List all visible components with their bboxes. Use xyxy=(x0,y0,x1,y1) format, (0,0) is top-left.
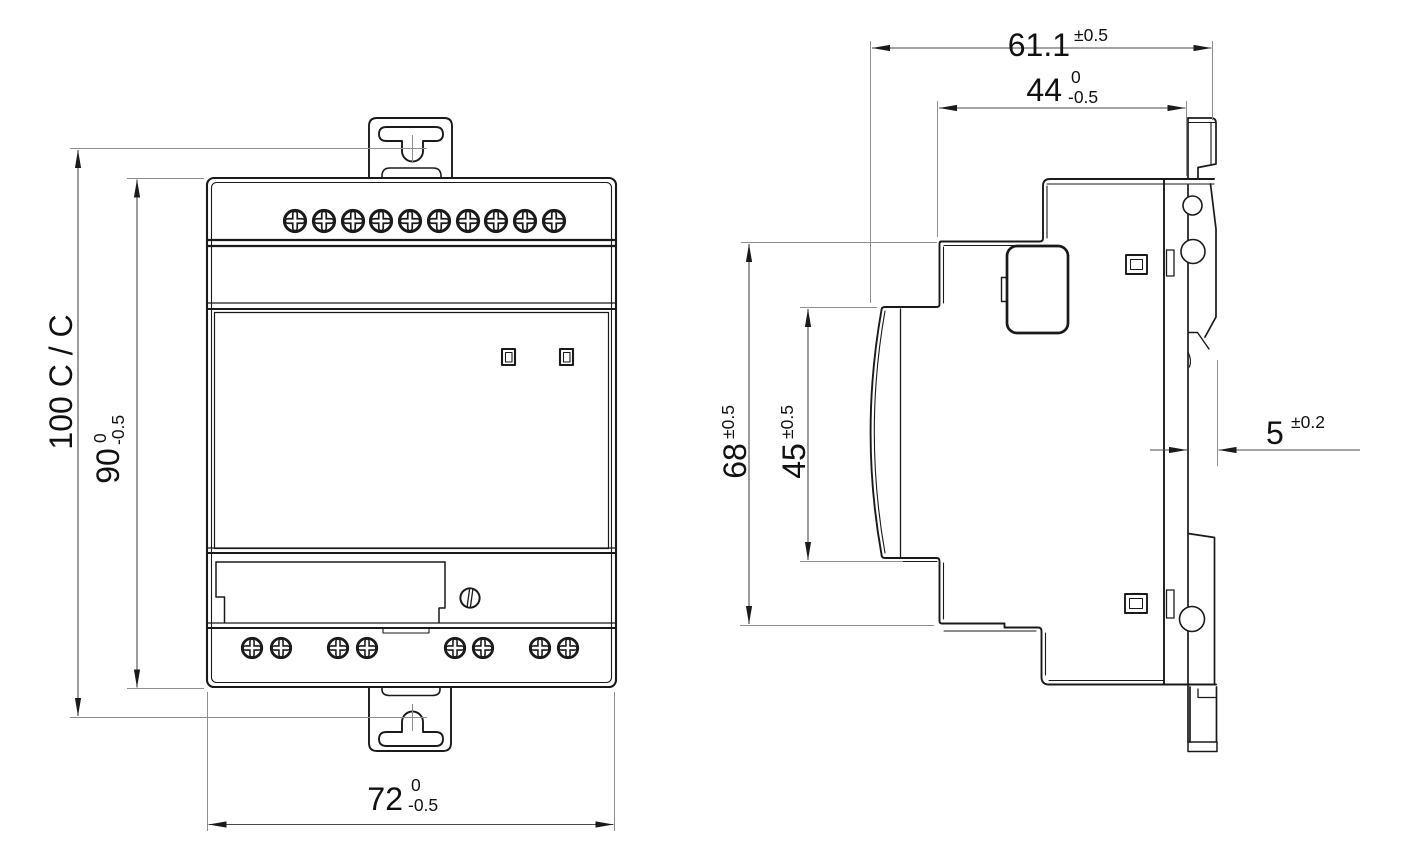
side-body-inner-lines xyxy=(873,185,1164,682)
dim-depth-total-61: 61.1 ±0.5 xyxy=(1008,25,1108,63)
dim-depth-rail-value: 44 xyxy=(1026,72,1062,108)
rail-release-notch xyxy=(382,626,430,634)
dim-width-tol-top: 0 xyxy=(411,775,421,795)
dim-width-72: 72 0 -0.5 xyxy=(367,775,438,817)
dim-height-rear-tol: ±0.5 xyxy=(718,405,738,439)
dim-width-value: 72 xyxy=(367,781,403,817)
dim-height-front-tol: ±0.5 xyxy=(777,405,797,439)
dim-height-rear-68: 68 ±0.5 xyxy=(717,405,753,479)
indicator-windows xyxy=(500,347,575,367)
dim-depth-rail-tol-bottom: -0.5 xyxy=(1068,87,1098,107)
dim-height-value: 90 xyxy=(90,448,126,484)
wiring-door xyxy=(215,561,446,634)
dim-height-front-45: 45 ±0.5 xyxy=(776,405,812,479)
dim-depth-total-tol: ±0.5 xyxy=(1074,25,1108,45)
clip-hole-icon xyxy=(1182,195,1203,216)
led-window-icon xyxy=(500,347,517,367)
dim-height-tol-top: 0 xyxy=(90,433,110,443)
connector-cover-tab xyxy=(1000,276,1008,303)
clip-hole-icon xyxy=(1180,238,1206,265)
dim-rail-clip-value: 5 xyxy=(1266,415,1284,451)
led-window-icon xyxy=(558,347,575,367)
slot-screw-icon xyxy=(459,587,481,609)
dim-rail-clip-tol: ±0.2 xyxy=(1291,412,1325,432)
dim-height-rear-value: 68 xyxy=(717,443,753,479)
dim-height-tol-bottom: -0.5 xyxy=(108,415,128,445)
din-rail-clip xyxy=(1187,117,1218,753)
side-body xyxy=(869,178,1165,686)
dim-depth-rail-tol-top: 0 xyxy=(1071,67,1081,87)
connector-cover xyxy=(1000,244,1070,335)
dim-rail-clip-5: 5 ±0.2 xyxy=(1266,412,1325,451)
side-view xyxy=(869,117,1218,753)
front-view xyxy=(205,117,618,752)
dim-mounting-centers: 100 C / C xyxy=(43,314,79,449)
dim-depth-rail-44: 44 0 -0.5 xyxy=(1026,67,1098,108)
dimensions: 100 C / C 90 0 -0.5 72 0 -0.5 61.1 ±0.5 … xyxy=(43,25,1360,831)
side-details xyxy=(1124,195,1206,633)
front-body xyxy=(205,176,618,689)
dim-width-tol-bottom: -0.5 xyxy=(408,795,438,815)
clip-window-icon xyxy=(1125,254,1148,275)
din-clip-bottom-tab xyxy=(1187,686,1218,753)
dim-height-90: 90 0 -0.5 xyxy=(90,415,128,484)
top-mounting-tab-icon xyxy=(368,117,453,182)
clip-window-icon xyxy=(1124,593,1148,614)
dim-depth-total-value: 61.1 xyxy=(1008,27,1070,63)
clip-hole-icon xyxy=(1178,605,1206,633)
dim-height-front-value: 45 xyxy=(776,443,812,479)
dim-mounting-centers-value: 100 C / C xyxy=(43,314,79,449)
